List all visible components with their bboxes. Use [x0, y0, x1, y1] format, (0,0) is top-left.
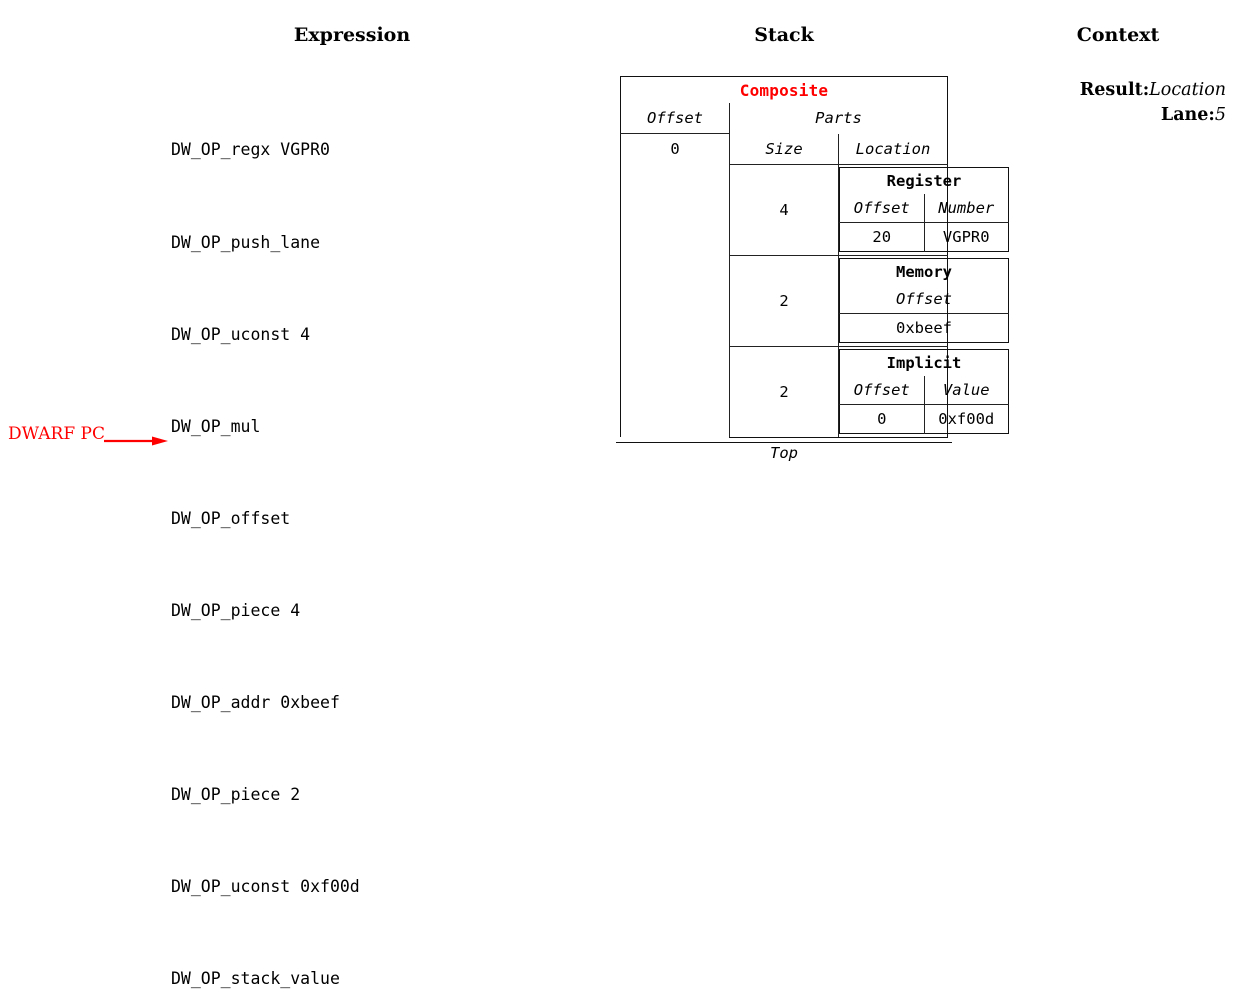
- context-value: 5: [1214, 105, 1226, 125]
- page-title-expression: Expression: [293, 24, 411, 46]
- stack-entry-title: Composite: [620, 76, 948, 103]
- page-title-context: Context: [1076, 24, 1160, 46]
- part-column-header: Number: [923, 193, 1009, 222]
- part-column-header: Value: [923, 375, 1009, 404]
- stack-part-size: 2: [729, 255, 839, 347]
- part-table-implicit: Implicit Offset Value 0 0xf00d: [839, 348, 1009, 434]
- stack-size-header: Size: [729, 133, 839, 165]
- stack-part-size: 2: [729, 346, 839, 438]
- context-row-lane: Lane:5: [1080, 103, 1226, 128]
- part-value: 0: [839, 403, 924, 433]
- expression-op: DW_OP_piece 4: [171, 600, 301, 620]
- expression-op: DW_OP_uconst 0xf00d: [171, 877, 360, 897]
- part-column-header: Offset: [896, 289, 952, 308]
- stack-part-location: Memory Offset 0xbeef: [838, 255, 1009, 347]
- stack-offset-body: [620, 164, 730, 437]
- context-panel: Result:Location Lane:5: [1080, 78, 1226, 128]
- expression-op: DW_OP_stack_value: [171, 969, 340, 989]
- stack-offset-value: 0: [620, 133, 730, 164]
- context-value: Location: [1149, 80, 1226, 100]
- part-kind: Memory: [896, 262, 952, 281]
- expression-op: DW_OP_regx VGPR0: [171, 140, 330, 160]
- stack-offset-header: Offset: [620, 103, 730, 134]
- stack-part-location: Implicit Offset Value 0 0xf00d: [838, 346, 1009, 438]
- stack-table: Composite Offset Parts 0 Size Location 4: [620, 76, 1009, 438]
- expression-op: DW_OP_push_lane: [171, 232, 321, 252]
- expression-op: DW_OP_offset: [171, 508, 291, 528]
- expression-op-list: DW_OP_regx VGPR0 DW_OP_push_lane DW_OP_u…: [171, 74, 360, 1000]
- part-kind: Implicit: [886, 353, 962, 372]
- part-column-header: Offset: [853, 198, 910, 217]
- expression-op: DW_OP_uconst 4: [171, 324, 311, 344]
- stack-bottom-rule: [616, 442, 952, 443]
- dwarf-pc-arrow-icon: [104, 436, 168, 446]
- context-key: Result:: [1079, 80, 1150, 100]
- expression-op: DW_OP_addr 0xbeef: [171, 693, 340, 713]
- part-value: 20: [839, 221, 924, 251]
- dwarf-pc-label: DWARF PC: [8, 424, 105, 444]
- page-title-stack: Stack: [754, 24, 814, 46]
- part-kind: Register: [886, 171, 962, 190]
- part-value: 0xbeef: [839, 312, 1009, 342]
- context-row-result: Result:Location: [1080, 78, 1226, 103]
- part-value: VGPR0: [923, 221, 1009, 251]
- stack-part-location: Register Offset Number 20 VGPR0: [838, 164, 1009, 256]
- stack-part-size: 4: [729, 164, 839, 256]
- part-table-register: Register Offset Number 20 VGPR0: [839, 166, 1009, 252]
- context-key: Lane:: [1160, 105, 1215, 125]
- part-table-memory: Memory Offset 0xbeef: [839, 257, 1009, 343]
- stack-top-label: Top: [770, 444, 798, 462]
- stack-location-header: Location: [838, 133, 948, 165]
- expression-op: DW_OP_mul: [171, 416, 261, 436]
- part-column-header: Offset: [853, 380, 910, 399]
- part-value: 0xf00d: [923, 403, 1009, 433]
- stack-parts-header: Parts: [729, 103, 948, 134]
- expression-op: DW_OP_piece 2: [171, 785, 301, 805]
